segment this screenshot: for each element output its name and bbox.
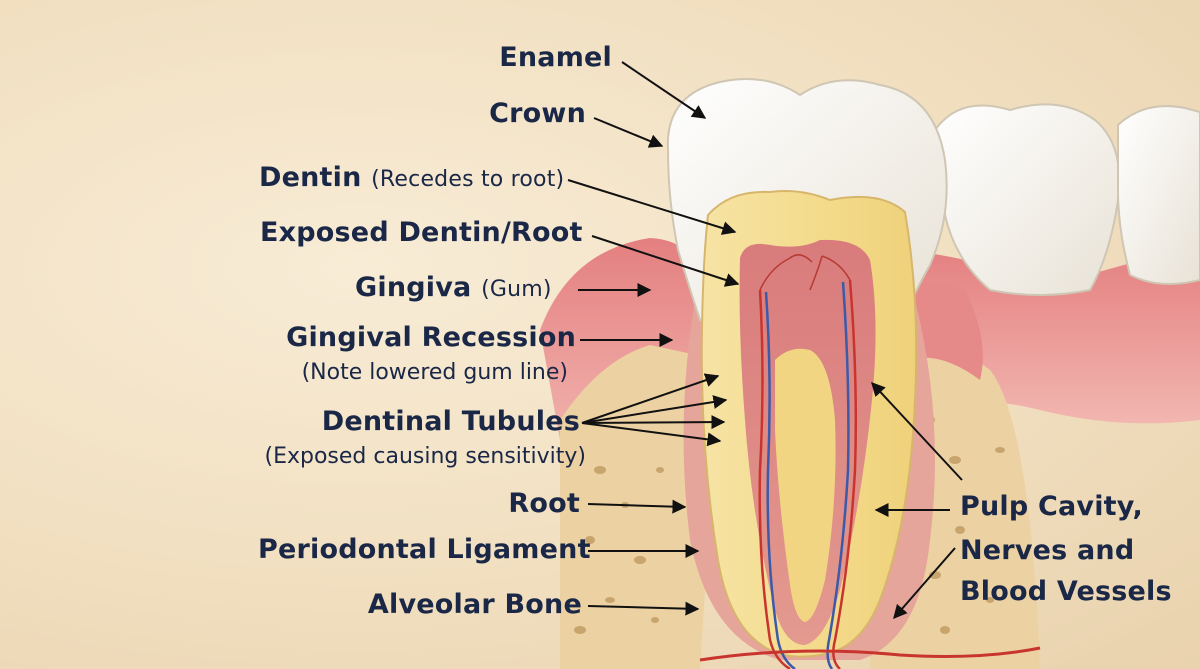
label-gingiva-note: (Gum) [481, 277, 552, 302]
label-enamel: Enamel [499, 42, 612, 73]
arrow-bone [587, 601, 700, 616]
arrow-enamel [621, 61, 707, 119]
neighbor-tooth-2 [1117, 105, 1200, 285]
arrow-pulp-3 [893, 547, 956, 620]
label-bone: Alveolar Bone [367, 589, 582, 620]
arrow-pulp-1 [871, 381, 963, 481]
label-exposed-dentin: Exposed Dentin/Root [260, 217, 583, 248]
label-root: Root [508, 488, 580, 519]
label-pulp-line2: Nerves and [960, 535, 1135, 566]
label-dentin-note: (Recedes to root) [371, 167, 565, 192]
label-dentin-main: Dentin [259, 162, 362, 193]
label-gingiva: Gingiva (Gum) [355, 274, 552, 301]
label-pulp-line1: Pulp Cavity, [960, 491, 1143, 522]
arrow-tubules-2 [581, 395, 728, 424]
label-crown: Crown [489, 98, 586, 129]
arrow-tubules-4 [581, 422, 722, 447]
label-dentin: Dentin (Recedes to root) [259, 164, 564, 191]
label-recession: Gingival Recession [286, 322, 576, 353]
nerves-vessels [758, 254, 858, 669]
root-inner-dentin [775, 348, 836, 622]
arrow-tubules-1 [581, 373, 720, 424]
arrow-crown [593, 117, 664, 148]
arrow-tubules-3 [581, 415, 726, 430]
pointer-arrows [567, 61, 963, 620]
label-pulp-line3: Blood Vessels [960, 576, 1172, 607]
neighbor-tooth-1 [933, 103, 1121, 296]
label-ligament: Periodontal Ligament [258, 534, 591, 565]
label-tubules: Dentinal Tubules [321, 406, 580, 437]
label-tubules-note: (Exposed causing sensitivity) [264, 444, 587, 469]
arrow-exposed-dentin [591, 235, 740, 287]
blood-vessel-base [699, 646, 1041, 662]
arrow-root [587, 499, 687, 514]
label-recession-note: (Note lowered gum line) [301, 360, 568, 385]
label-gingiva-main: Gingiva [355, 272, 472, 303]
arrow-dentin [567, 179, 737, 235]
